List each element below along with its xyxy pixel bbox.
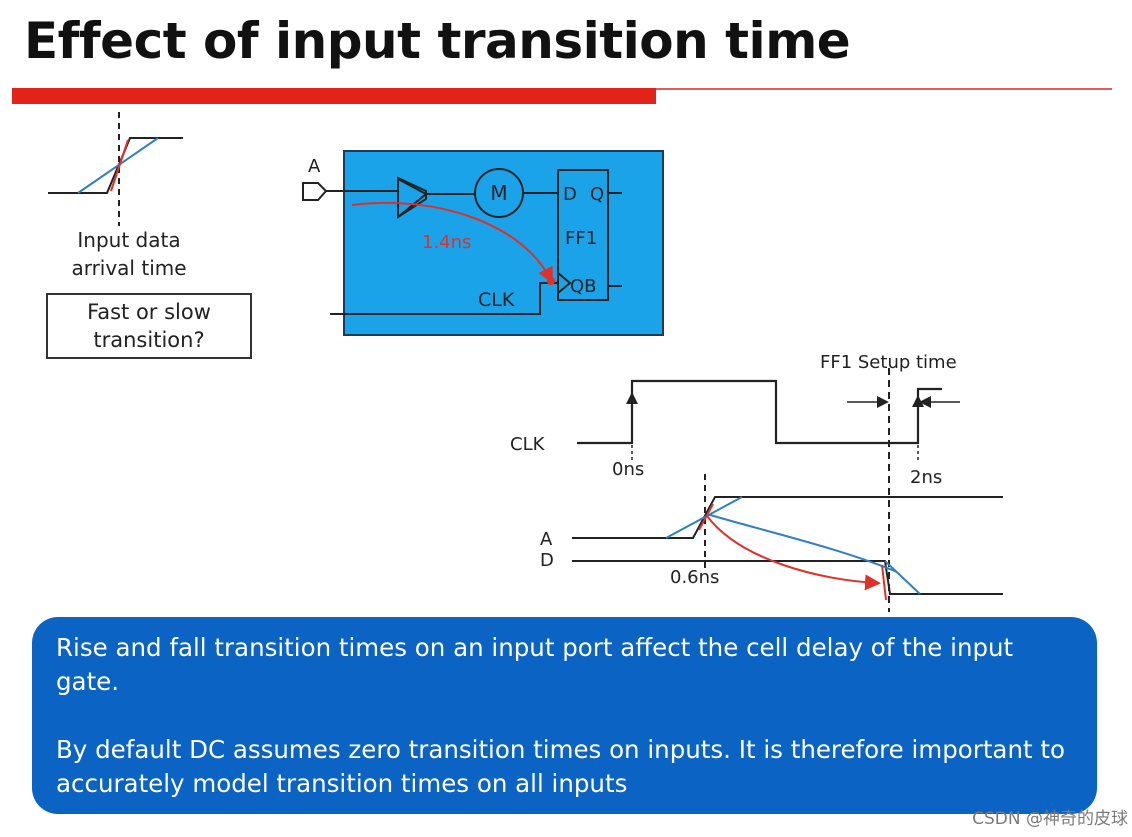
question-line-2: transition? [93,328,205,352]
port-a-label: A [308,156,321,177]
caption-line-1: Input data [77,228,181,252]
ff-d-label: D [563,184,577,205]
clock-notch [557,272,572,294]
caption-line-2: arrival time [71,256,187,280]
clk-input-label: CLK [478,289,515,311]
slide-title: Effect of input transition time [24,12,851,70]
question-line-1: Fast or slow [87,300,211,324]
ff-name-label: FF1 [565,228,597,249]
t0-label: 0ns [612,459,644,480]
a-slow-edge [665,496,743,539]
setup-time-label: FF1 Setup time [820,352,957,373]
watermark: CSDN @神奇的皮球 [972,809,1128,829]
title-underline-bar [12,88,656,104]
input-transition-sketch [48,112,183,226]
info-line-2: By default DC assumes zero transition ti… [56,735,1065,798]
slow-delay-curve [706,513,898,573]
a-waveform [572,496,1003,539]
d-slow-edge [884,560,921,595]
timing-diagram: FF1 Setup time CLK 0ns 2ns A D 0.6ns [510,352,1003,612]
clk-wave-label: CLK [510,434,546,455]
title-underline-thin [656,88,1112,90]
info-panel: Rise and fall transition times on an inp… [32,617,1097,814]
t06-label: 0.6ns [670,567,719,588]
schematic: A M D Q FF1 QB CLK 1.4ns [302,150,664,336]
t2-label: 2ns [910,467,942,488]
ff-qb-label: QB [570,276,597,297]
info-line-1: Rise and fall transition times on an inp… [56,633,1014,696]
delay-path-arrow [351,201,553,284]
a-fast-edge [698,503,714,531]
input-arrival-caption: Input data arrival time [44,226,214,282]
input-port-a [302,182,328,201]
ideal-edge [48,137,183,194]
fast-delay-curve [706,515,881,591]
ff-q-label: Q [590,184,604,205]
slow-edge [77,137,159,194]
fast-edge [110,139,129,192]
a-wave-label: A [540,529,553,550]
module-m-label: M [490,181,507,205]
d-waveform [572,560,1003,595]
delay-label: 1.4ns [422,232,471,253]
d-wave-label: D [540,550,554,571]
flip-flop-ff1 [557,169,609,301]
transition-question-box: Fast or slow transition? [46,293,252,359]
